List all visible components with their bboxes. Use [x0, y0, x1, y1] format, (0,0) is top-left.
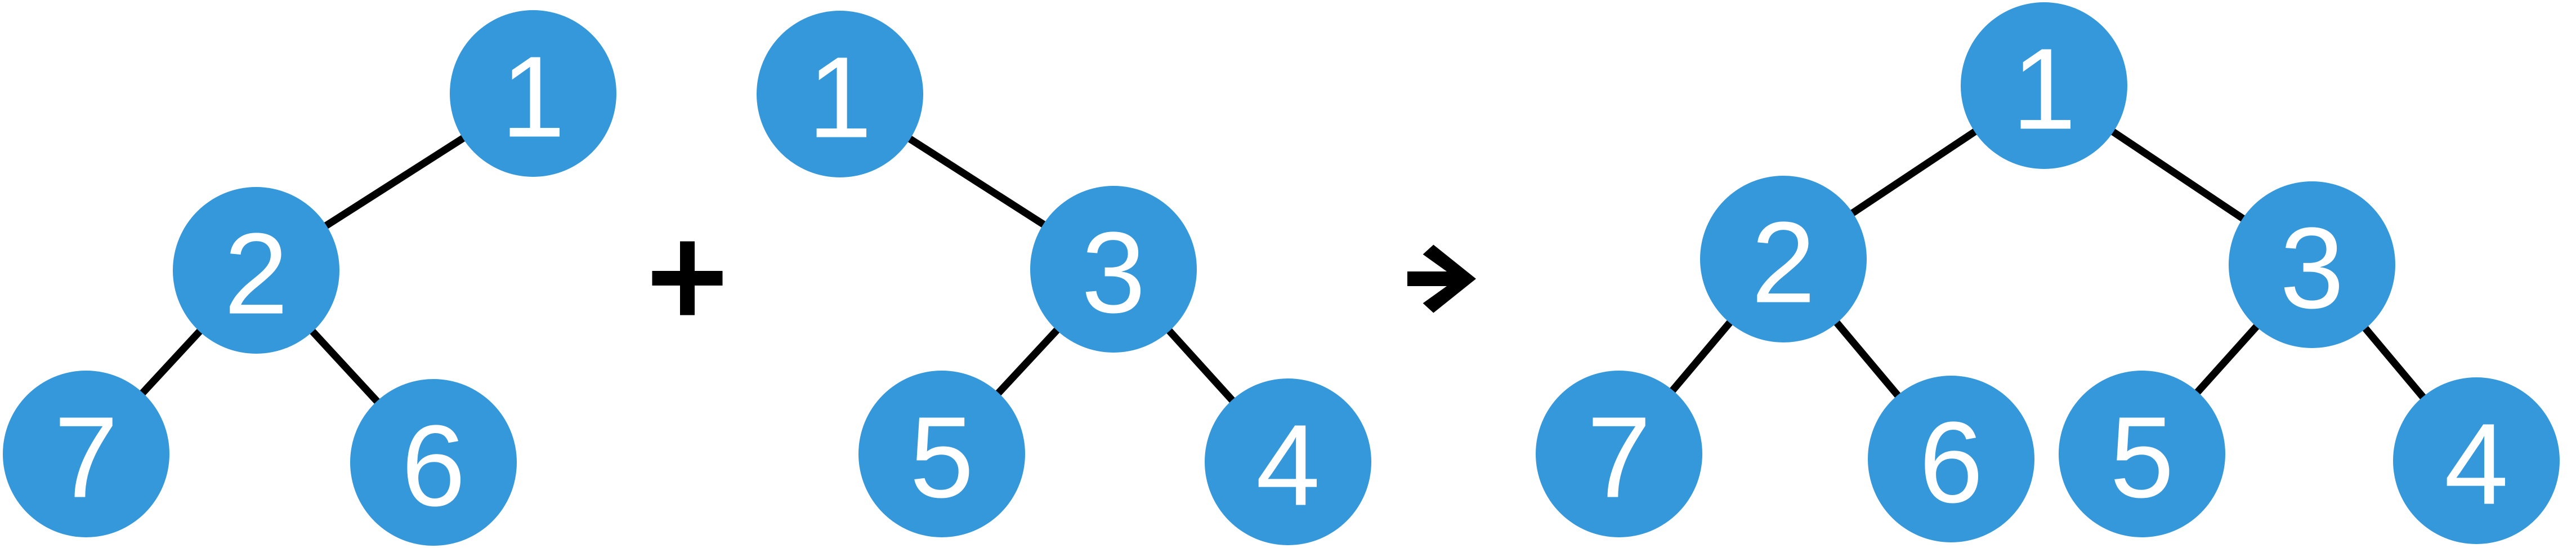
node-circle[interactable]: [350, 379, 517, 546]
tree-node-1[interactable]: 1: [450, 10, 616, 177]
operators-layer: [652, 241, 1476, 315]
node-label: 1: [2012, 25, 2076, 154]
tree-edge: [322, 133, 467, 230]
tree-node-7[interactable]: 7: [3, 371, 169, 537]
node-label: 7: [1587, 393, 1651, 522]
tree-edge: [994, 326, 1061, 397]
tree-node-5[interactable]: 5: [2059, 371, 2225, 537]
tree-edge: [2361, 324, 2427, 401]
node-circle[interactable]: [2059, 371, 2225, 537]
tree-edge: [906, 135, 1048, 229]
tree-edge: [1668, 318, 1734, 395]
tree-right: 1 35 4: [757, 11, 1371, 545]
tree-edge: [2193, 322, 2261, 396]
tree-node-6[interactable]: 6: [1868, 376, 2034, 542]
node-label: 6: [401, 402, 466, 531]
node-label: 2: [1751, 198, 1815, 327]
node-label: 1: [501, 33, 565, 162]
node-label: 3: [2280, 204, 2344, 333]
node-circle[interactable]: [3, 371, 169, 537]
node-circle[interactable]: [1961, 2, 2127, 169]
node-circle[interactable]: [1700, 176, 1867, 342]
tree-node-6[interactable]: 6: [350, 379, 517, 546]
node-circle[interactable]: [173, 187, 339, 354]
tree-node-1[interactable]: 1: [1961, 2, 2127, 169]
node-label: 3: [1081, 208, 1146, 337]
node-circle[interactable]: [1205, 378, 1371, 545]
node-circle[interactable]: [450, 10, 616, 177]
edges-layer: [138, 127, 2427, 406]
node-label: 4: [2444, 400, 2508, 529]
tree-node-5[interactable]: 5: [858, 371, 1025, 537]
arrow-right-icon: [1407, 244, 1476, 313]
node-circle[interactable]: [858, 371, 1025, 537]
node-label: 2: [224, 210, 288, 338]
tree-node-4[interactable]: 4: [1205, 378, 1371, 545]
node-circle[interactable]: [757, 11, 923, 177]
node-circle[interactable]: [2393, 377, 2560, 544]
tree-node-2[interactable]: 2: [173, 187, 339, 354]
node-label: 5: [910, 393, 974, 522]
tree-node-3[interactable]: 3: [1030, 186, 1197, 353]
tree-edge: [308, 327, 382, 406]
arrow-head: [1423, 244, 1476, 313]
tree-node-7[interactable]: 7: [1536, 371, 1702, 537]
tree-node-1[interactable]: 1: [757, 11, 923, 177]
tree-node-3[interactable]: 3: [2229, 181, 2395, 348]
node-label: 1: [808, 33, 872, 162]
node-circle[interactable]: [1030, 186, 1197, 353]
plus-icon: [652, 241, 723, 315]
node-label: 4: [1256, 401, 1320, 530]
node-label: 6: [1919, 398, 1983, 527]
tree-edge: [1849, 127, 1979, 217]
tree-node-2[interactable]: 2: [1700, 176, 1867, 342]
tree-left: 1 27 6: [3, 10, 616, 546]
plus-vertical-bar: [680, 241, 695, 315]
tree-node-4[interactable]: 4: [2393, 377, 2560, 544]
node-label: 7: [54, 393, 118, 522]
tree-edge: [1165, 327, 1237, 404]
tree-edge: [2109, 127, 2247, 223]
node-circle[interactable]: [2229, 181, 2395, 348]
tree-edge: [138, 327, 204, 397]
node-label: 5: [2110, 393, 2174, 522]
node-circle[interactable]: [1868, 376, 2034, 542]
tree-edge: [1832, 319, 1902, 399]
node-circle[interactable]: [1536, 371, 1702, 537]
